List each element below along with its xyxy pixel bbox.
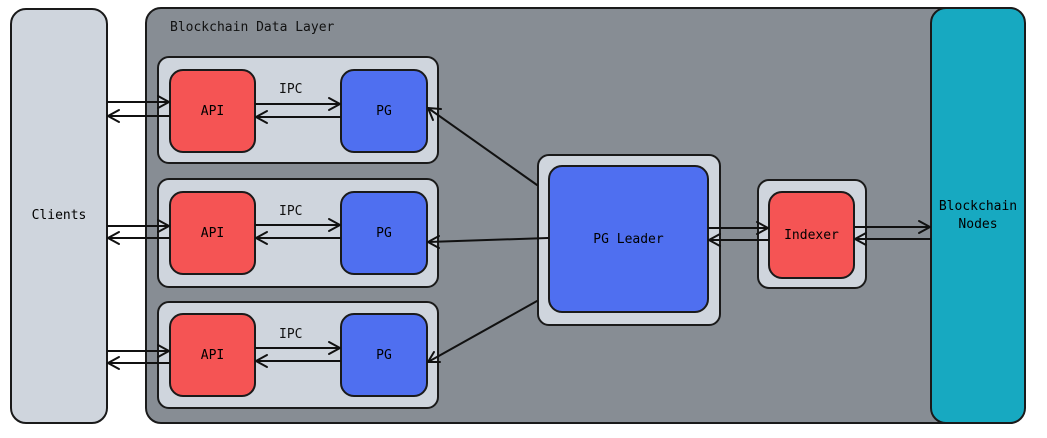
ipc-label-2: IPC xyxy=(279,204,303,219)
pg-box-3: PG xyxy=(340,313,428,397)
blockchain-nodes-box: Blockchain Nodes xyxy=(930,7,1026,424)
indexer-box: Indexer xyxy=(768,191,855,279)
clients-box: Clients xyxy=(10,8,108,424)
pg-label-3: PG xyxy=(376,347,392,363)
pg-leader-box: PG Leader xyxy=(548,165,709,313)
api-label-1: API xyxy=(200,103,225,119)
pg-label-2: PG xyxy=(376,225,392,241)
layer-title: Blockchain Data Layer xyxy=(170,20,335,35)
api-label-3: API xyxy=(200,347,225,363)
pg-label-1: PG xyxy=(376,103,392,119)
pg-box-1: PG xyxy=(340,69,428,153)
pg-leader-label: PG Leader xyxy=(593,231,664,247)
ipc-label-3: IPC xyxy=(279,327,303,342)
pg-box-2: PG xyxy=(340,191,428,275)
api-box-1: API xyxy=(169,69,256,153)
api-label-2: API xyxy=(200,225,225,241)
ipc-label-1: IPC xyxy=(279,82,303,97)
api-box-2: API xyxy=(169,191,256,275)
nodes-label-line1: Blockchain xyxy=(938,198,1018,214)
api-box-3: API xyxy=(169,313,256,397)
nodes-label-line2: Nodes xyxy=(958,216,998,232)
indexer-label: Indexer xyxy=(784,227,839,243)
clients-label: Clients xyxy=(31,208,87,223)
